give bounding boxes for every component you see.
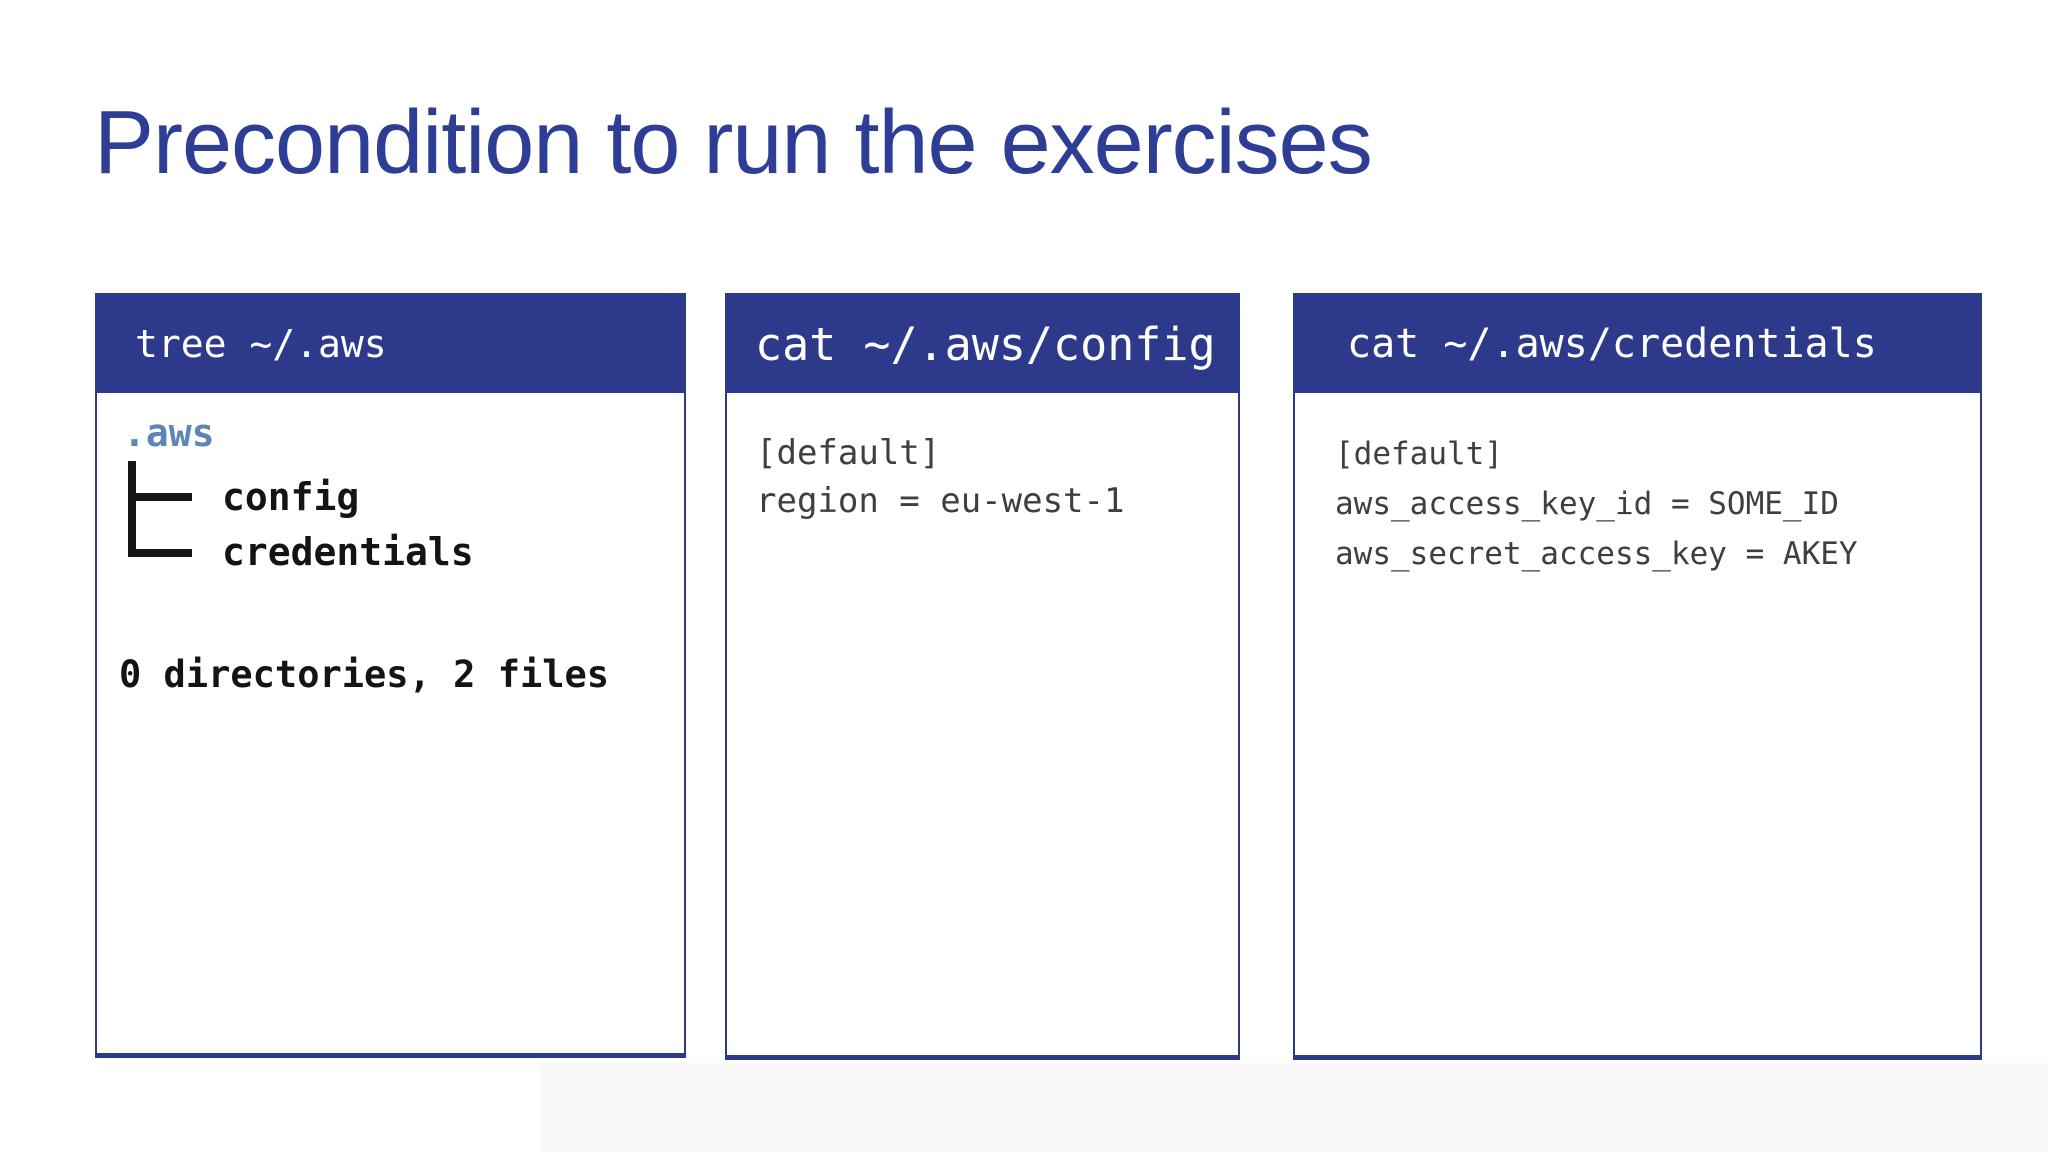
panel-header: tree ~/.aws <box>97 295 684 393</box>
terminal-output-line: region = eu-west-1 <box>756 481 1125 521</box>
tree-output: .aws config credentials 0 directories, 2… <box>97 393 684 1053</box>
tree-branch-icon <box>128 549 192 557</box>
panel-cat-credentials: cat ~/.aws/credentials [default] aws_acc… <box>1293 293 1982 1060</box>
tree-branch-icon <box>128 461 136 557</box>
terminal-output-line: aws_access_key_id = SOME_ID <box>1335 486 1839 522</box>
config-output: [default] region = eu-west-1 <box>727 393 1238 525</box>
command-text: tree ~/.aws <box>135 322 387 366</box>
command-text: cat ~/.aws/config <box>755 317 1216 371</box>
panel-cat-config: cat ~/.aws/config [default] region = eu-… <box>725 293 1240 1060</box>
command-text: cat ~/.aws/credentials <box>1347 321 1877 367</box>
terminal-output-line: [default] <box>1335 436 1503 472</box>
tree-root-label: .aws <box>123 411 215 455</box>
tree-summary: 0 directories, 2 files <box>119 653 610 696</box>
terminal-output-line: aws_secret_access_key = AKEY <box>1335 536 1858 572</box>
panel-header: cat ~/.aws/credentials <box>1295 295 1980 393</box>
bottom-shade <box>540 1063 2048 1152</box>
tree-branch-icon <box>128 493 192 501</box>
panel-header: cat ~/.aws/config <box>727 295 1238 393</box>
page-title: Precondition to run the exercises <box>94 93 1373 193</box>
tree-entry: config <box>222 475 360 519</box>
credentials-output: [default] aws_access_key_id = SOME_ID aw… <box>1295 393 1980 579</box>
panel-tree-aws: tree ~/.aws .aws config credentials 0 di… <box>95 293 686 1058</box>
terminal-output-line: [default] <box>756 433 941 473</box>
tree-entry: credentials <box>222 530 474 574</box>
